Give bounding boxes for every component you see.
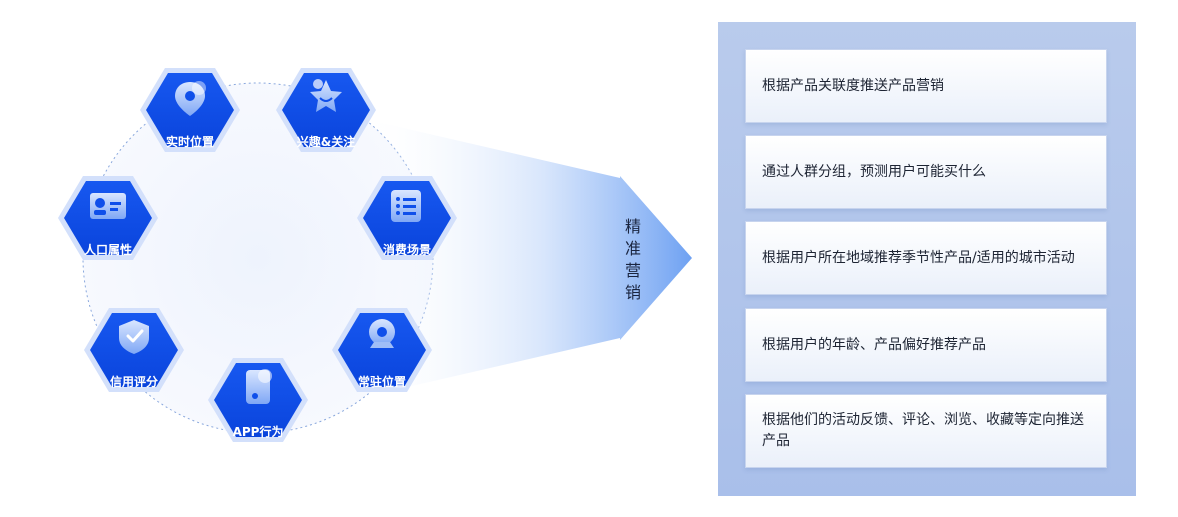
phone-icon bbox=[246, 369, 272, 404]
card-text: 根据用户的年龄、产品偏好推荐产品 bbox=[762, 336, 986, 353]
node-label: 常驻位置 bbox=[358, 374, 406, 389]
node-demographics: 人口属性 bbox=[58, 176, 158, 260]
card-age-preference: 根据用户的年龄、产品偏好推荐产品 bbox=[745, 308, 1107, 382]
node-label: 实时位置 bbox=[166, 134, 214, 149]
node-consumption-scene: 消费场景 bbox=[357, 176, 457, 260]
shield-check-icon bbox=[119, 320, 149, 354]
node-label: 消费场景 bbox=[383, 242, 431, 257]
card-product-relevance: 根据产品关联度推送产品营销 bbox=[745, 49, 1107, 123]
map-pin-icon bbox=[369, 319, 395, 348]
id-card-icon bbox=[90, 193, 126, 219]
card-text: 通过人群分组，预测用户可能买什么 bbox=[762, 163, 986, 180]
location-pin-icon bbox=[175, 81, 206, 116]
node-interest-follow: 兴趣&关注 bbox=[276, 68, 376, 152]
star-icon bbox=[310, 79, 342, 112]
arrow-char-2: 准 bbox=[625, 239, 641, 258]
node-app-behavior: APP行为 bbox=[208, 358, 308, 442]
arrow-shape bbox=[360, 118, 692, 398]
list-icon bbox=[391, 190, 421, 222]
arrow-label: 精 准 营 销 bbox=[625, 217, 641, 302]
card-text: 根据产品关联度推送产品营销 bbox=[762, 77, 944, 94]
feature-diagram: 精 准 营 销 实时位置 兴趣&关注 bbox=[58, 68, 692, 442]
card-text: 根据他们的活动反馈、评论、浏览、收藏等定向推送产品 bbox=[762, 412, 1084, 449]
arrow-char-4: 销 bbox=[625, 283, 641, 302]
card-group-prediction: 通过人群分组，预测用户可能买什么 bbox=[745, 135, 1107, 209]
node-label: 信用评分 bbox=[110, 374, 158, 389]
card-text: 根据用户所在地域推荐季节性产品/适用的城市活动 bbox=[762, 249, 1075, 266]
node-resident-location: 常驻位置 bbox=[332, 308, 432, 392]
node-credit-score: 信用评分 bbox=[84, 308, 184, 392]
node-label: 人口属性 bbox=[84, 242, 132, 257]
arrow-char-3: 营 bbox=[625, 261, 641, 280]
marketing-panel: 根据产品关联度推送产品营销 通过人群分组，预测用户可能买什么 根据用户所在地域推… bbox=[718, 22, 1136, 496]
card-activity-feedback: 根据他们的活动反馈、评论、浏览、收藏等定向推送产品 bbox=[745, 394, 1107, 468]
node-label: APP行为 bbox=[233, 424, 284, 439]
node-realtime-location: 实时位置 bbox=[140, 68, 240, 152]
node-label: 兴趣&关注 bbox=[297, 134, 355, 149]
arrow-char-1: 精 bbox=[625, 217, 641, 236]
card-region-seasonal: 根据用户所在地域推荐季节性产品/适用的城市活动 bbox=[745, 221, 1107, 295]
